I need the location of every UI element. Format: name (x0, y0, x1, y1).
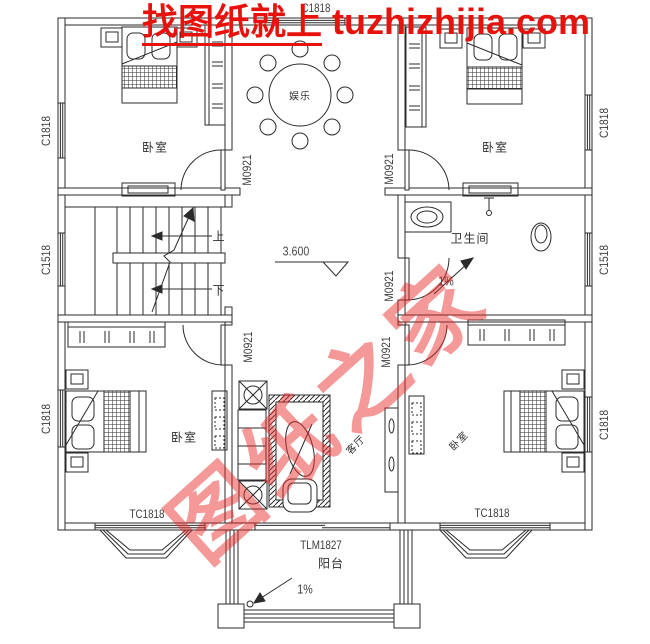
door-bedroom-top-left (180, 149, 226, 191)
staircase (65, 206, 226, 315)
room-label-bedroom-top-right: 卧室 (481, 140, 509, 155)
doors (180, 149, 450, 366)
door-label-m0921-top-left: M0921 (240, 154, 254, 186)
window-c1818-right-top (584, 94, 593, 151)
door-bathroom (404, 257, 450, 301)
room-label-bedroom-top-left: 卧室 (141, 140, 169, 155)
furniture-bedroom-bottom-left (65, 321, 228, 473)
balcony-railing (217, 530, 421, 629)
watermark-site-domain: tuzhizhijia.com (332, 1, 591, 42)
entertainment-table (246, 40, 354, 150)
bay-window-left (99, 529, 193, 559)
door-tlm1827-balcony (254, 522, 391, 531)
room-label-bedroom-bottom-left: 卧室 (170, 430, 198, 445)
door-label-m0921-bottom-left: M0921 (241, 331, 255, 363)
furniture-bedroom-top-right (405, 26, 546, 197)
door-bedroom-bottom-left (182, 324, 226, 366)
window-label-c1818-right-top: C1818 (597, 107, 611, 139)
window-label-c1818-left-bottom: C1818 (39, 403, 53, 435)
window-label-tc1818-left: TC1818 (129, 507, 165, 521)
windows (57, 17, 593, 531)
door-label-m0921-top-right: M0921 (382, 153, 396, 185)
furniture-bedroom-bottom-right (408, 319, 585, 473)
furniture-bedroom-top-left (100, 24, 226, 197)
window-tc1818-right (439, 522, 551, 531)
watermark-site-prefix: 找图纸就上 (142, 1, 323, 46)
stair-up-label: 上 (212, 229, 226, 244)
bathroom-fixtures (404, 197, 552, 295)
room-label-balcony: 阳台 (317, 556, 345, 571)
balcony-slope-label: 1% (297, 581, 313, 597)
window-c1518-left (57, 232, 66, 287)
window-label-c1818-right-bottom: C1818 (597, 409, 611, 441)
window-label-c1518-right: C1518 (597, 244, 611, 276)
window-c1518-right (584, 232, 593, 287)
door-label-tlm1827: TLM1827 (300, 538, 342, 552)
window-label-c1818-left-top: C1818 (39, 115, 53, 147)
door-bedroom-bottom-right (404, 324, 448, 366)
window-c1818-left-bottom (57, 389, 66, 448)
window-label-c1518-left: C1518 (39, 244, 53, 276)
window-tc1818-left (94, 522, 206, 531)
level-mark (275, 261, 350, 277)
living-room-furniture (237, 380, 399, 513)
room-label-bathroom: 卫生间 (450, 231, 490, 246)
window-label-tc1818-right: TC1818 (474, 506, 510, 520)
room-label-entertainment: 娱乐 (289, 91, 311, 103)
door-bedroom-top-right (404, 149, 450, 191)
bay-window-right (439, 529, 533, 559)
level-label: 3.600 (282, 243, 310, 259)
window-c1818-left-top (57, 102, 66, 159)
window-label-c1818-top: C1818 (301, 1, 331, 15)
bathroom-slope-label: 1% (438, 273, 454, 289)
stair-down-label: 下 (212, 283, 226, 298)
window-c1818-right-bottom (584, 396, 593, 453)
watermark-site-banner: 找图纸就上 tuzhizhijia.com (142, 1, 591, 46)
window-c1818-top (254, 17, 346, 26)
